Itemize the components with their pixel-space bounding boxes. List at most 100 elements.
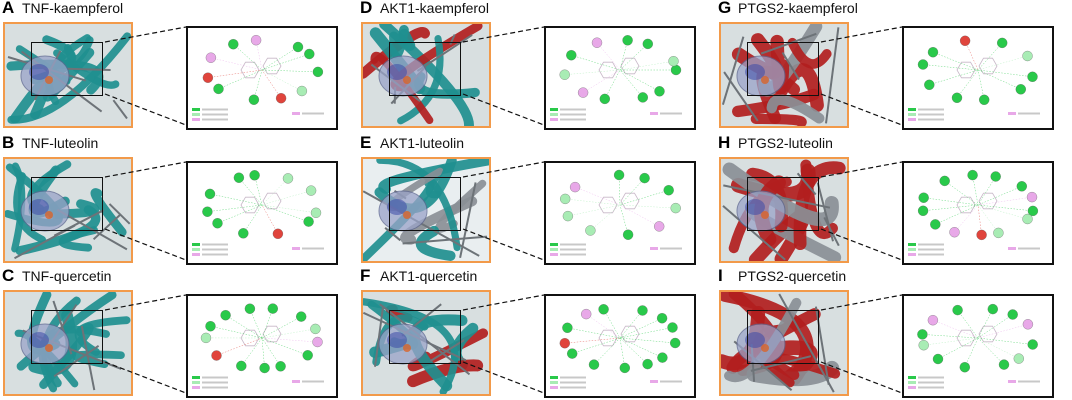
residue-node — [952, 304, 963, 316]
protein-ribbon — [7, 32, 131, 124]
binding-surface-core — [387, 64, 407, 80]
interaction-line — [567, 327, 621, 339]
protein-render — [3, 290, 133, 396]
interaction-line — [619, 189, 669, 206]
legend-swatch — [650, 112, 658, 115]
residue-node — [205, 52, 217, 63]
residue-node — [275, 361, 286, 372]
interaction-line — [619, 204, 676, 209]
legend-swatch — [550, 118, 558, 121]
legend-text-bar — [202, 386, 228, 389]
protein-ribbon — [434, 179, 487, 233]
legend-swatch — [908, 253, 916, 256]
interaction-line — [565, 198, 621, 206]
legend-text-bar — [560, 113, 586, 116]
interaction-line — [243, 204, 263, 234]
residue-node — [560, 193, 571, 205]
zoom-box — [31, 42, 103, 96]
protein-loop — [721, 36, 745, 105]
interaction-diagram-svg — [192, 303, 324, 389]
protein-ribbon — [787, 37, 832, 69]
panel-letter: A — [2, 0, 15, 17]
legend-text-bar — [918, 113, 944, 116]
binding-surface-core — [387, 199, 407, 215]
interaction-line — [603, 309, 621, 339]
ligand-ring — [240, 61, 260, 79]
legend-text-bar — [918, 243, 944, 246]
interaction-line — [261, 337, 265, 369]
panel-title: AKT1-kaempferol — [380, 0, 489, 16]
protein-loop — [750, 355, 812, 372]
interaction-line — [923, 197, 979, 206]
interaction-line — [261, 204, 309, 222]
residue-node — [310, 207, 322, 218]
binding-surface-core — [29, 332, 49, 348]
residue-node — [667, 322, 678, 333]
binding-surface-core — [29, 64, 49, 80]
residue-node — [1027, 339, 1038, 350]
residue-node — [312, 66, 324, 78]
legend-swatch — [550, 243, 558, 246]
legend-swatch — [192, 248, 200, 251]
protein-loop — [760, 32, 817, 55]
legend-text-bar — [560, 248, 586, 251]
protein-loop — [796, 172, 817, 196]
interaction-line — [233, 44, 263, 71]
residue-node — [598, 304, 609, 315]
residue-node — [275, 93, 287, 104]
residue-node — [588, 359, 600, 370]
interaction-line — [261, 316, 302, 339]
interaction-line — [218, 69, 263, 90]
residue-node — [932, 353, 944, 365]
legend-swatch — [192, 243, 200, 246]
panel-title: TNF-luteolin — [22, 135, 99, 151]
ligand-atoms — [403, 76, 411, 84]
protein-render — [719, 290, 849, 396]
residue-node — [1022, 50, 1033, 62]
protein-render — [361, 22, 491, 128]
ligand-ring — [598, 329, 618, 347]
legend-swatch — [550, 113, 558, 116]
interaction-diagram-svg — [192, 35, 324, 121]
legend-swatch — [908, 113, 916, 116]
legend-text-bar — [1018, 380, 1040, 383]
residue-node — [1022, 319, 1034, 330]
legend-swatch — [550, 248, 558, 251]
legend-swatch — [192, 376, 200, 379]
legend-text-bar — [560, 118, 586, 121]
interaction-line — [261, 337, 308, 356]
residue-node — [959, 35, 971, 46]
residue-node — [296, 85, 308, 97]
residue-node — [668, 56, 679, 67]
protein-loop — [429, 339, 465, 362]
binding-surface-core — [29, 199, 49, 215]
interaction-line — [255, 40, 263, 71]
zoom-box — [389, 310, 461, 364]
protein-loop — [379, 303, 471, 376]
residue-node — [654, 221, 665, 232]
legend-swatch — [908, 376, 916, 379]
ligand-ring — [978, 325, 998, 343]
interaction-line — [964, 40, 979, 71]
zoom-box — [389, 42, 461, 96]
interaction-diagram — [544, 26, 696, 130]
legend-swatch — [650, 247, 658, 250]
interaction-diagram — [186, 161, 338, 265]
zoom-box — [747, 42, 819, 96]
legend-swatch — [292, 112, 300, 115]
legend-text-bar — [202, 243, 228, 246]
residue-node — [622, 35, 633, 46]
interaction-line — [619, 60, 674, 71]
interaction-line — [977, 337, 1019, 359]
residue-node — [267, 303, 278, 314]
protein-loop — [723, 71, 759, 122]
interaction-diagram-svg — [550, 35, 682, 121]
interaction-line — [619, 204, 660, 227]
residue-node — [918, 192, 929, 203]
legend-text-bar — [302, 112, 324, 115]
ligand-ring — [598, 61, 618, 79]
protein-render — [361, 290, 491, 396]
residue-node — [244, 303, 256, 314]
